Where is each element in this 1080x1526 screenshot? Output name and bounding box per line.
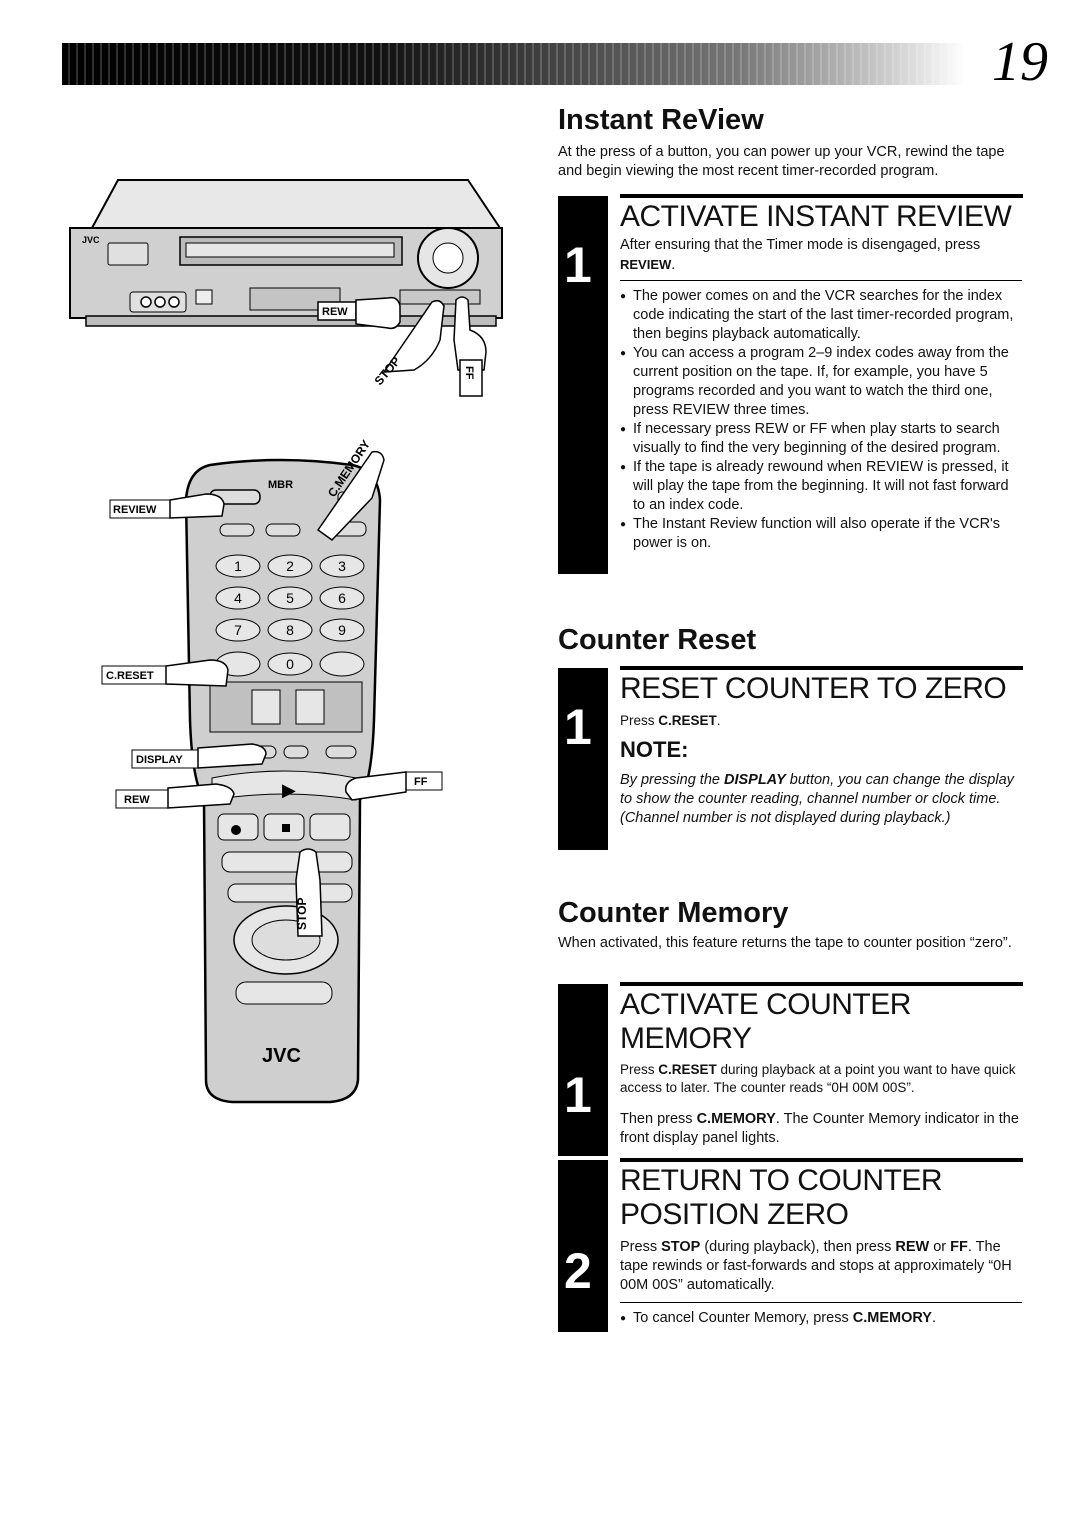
remote-review-label: REVIEW [113,504,157,516]
step-heading: ACTIVATE INSTANT REVIEW [620,194,1023,234]
step-number-bar: 1 [558,196,608,574]
vcr-brand-logo: JVC [82,235,100,245]
vcr-ff-label: FF [463,366,475,380]
step-number-bar: 1 [558,668,608,850]
key-4: 4 [234,590,242,606]
counter-memory-bullets: To cancel Counter Memory, press C.MEMORY… [620,1309,1022,1328]
remote-c-reset-label: C.RESET [106,670,154,682]
step-number: 2 [564,1243,592,1299]
step-number-bar: 2 [558,1160,608,1332]
key-5: 5 [286,590,294,606]
svg-text:▶: ▶ [282,780,296,800]
counter-memory-title: Counter Memory [558,897,789,929]
vcr-remote-illustration: JVC REW STOP FF MBR 1 2 3 [69,179,503,1104]
step-number: 1 [564,699,592,755]
bullet-item: If necessary press REW or FF when play s… [620,420,1022,458]
step-heading: RESET COUNTER TO ZERO [620,666,1023,706]
remote-mbr-logo: MBR [268,479,293,491]
key-7: 7 [234,622,242,638]
key-1: 1 [234,558,242,574]
bullet-item: The power comes on and the VCR searches … [620,287,1022,344]
step-number-bar: 1 [558,984,608,1156]
bullet-item: You can access a program 2–9 index codes… [620,344,1022,420]
step-number: 1 [564,1067,592,1123]
remote-rew-label: REW [124,794,150,806]
bullet-item: If the tape is already rewound when REVI… [620,458,1022,515]
note-text: By pressing the DISPLAY button, you can … [620,772,1014,826]
instant-review-intro: At the press of a button, you can power … [558,144,1005,179]
remote-illustration: MBR 1 2 3 4 5 6 7 8 9 0 ▶ [101,437,443,1104]
key-6: 6 [338,590,346,606]
key-8: 8 [286,622,294,638]
remote-stop-label: STOP [295,898,309,930]
remote-display-label: DISPLAY [136,754,183,766]
page-number: 19 [992,31,1048,93]
note-label: NOTE: [620,737,689,762]
instant-review-title: Instant ReView [558,104,764,136]
divider [620,1302,1022,1303]
step-text: Press C.RESET. [620,713,721,728]
key-2: 2 [286,558,294,574]
counter-memory-intro: When activated, this feature returns the… [558,935,1012,951]
instant-review-bullets: The power comes on and the VCR searches … [620,287,1022,553]
key-3: 3 [338,558,346,574]
bullet-item: To cancel Counter Memory, press C.MEMORY… [620,1309,1022,1328]
step-number: 1 [564,237,592,293]
step-text: Then press C.MEMORY. The Counter Memory … [620,1111,1019,1146]
bullet-item: The Instant Review function will also op… [620,515,1022,553]
header-gradient-bar [62,43,965,85]
step-text: After ensuring that the Timer mode is di… [620,237,981,273]
divider [620,280,1022,281]
step-text: Press C.RESET during playback at a point… [620,1062,1016,1095]
key-9: 9 [338,622,346,638]
remote-brand-logo: JVC [262,1045,301,1067]
counter-reset-title: Counter Reset [558,624,757,656]
vcr-illustration: JVC REW STOP FF [69,179,503,397]
step-text: Press STOP (during playback), then press… [620,1239,1012,1293]
vcr-rew-label: REW [322,306,348,318]
remote-ff-label: FF [414,776,428,788]
key-0: 0 [286,656,294,672]
